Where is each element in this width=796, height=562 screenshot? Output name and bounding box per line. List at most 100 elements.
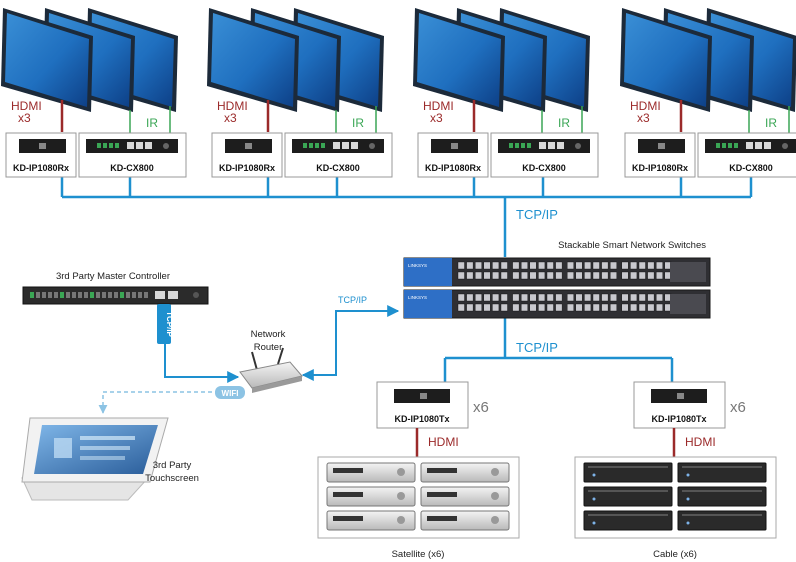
switches-title: Stackable Smart Network Switches (558, 240, 706, 251)
switch-port (610, 271, 617, 280)
switch-port (512, 293, 520, 302)
satellite-receiver (326, 510, 416, 531)
switch-port (656, 293, 663, 302)
controller-link-label: TCP/IP (165, 311, 174, 337)
receiver-knob (397, 516, 405, 524)
switch-port (555, 293, 563, 302)
controller-port (144, 292, 148, 298)
switch-port (538, 303, 546, 312)
switch-port (621, 261, 629, 270)
network-switches: LINKSYS LINKSYS (403, 257, 711, 319)
switch-port (630, 303, 638, 312)
hdmi-label: HDMI (423, 99, 454, 113)
control-port (315, 143, 319, 148)
switch-port (621, 293, 629, 302)
switch-port (638, 293, 646, 302)
satellite-receiver (420, 486, 510, 507)
receiver-knob (491, 468, 499, 476)
switch-port (500, 271, 508, 280)
controller-port (90, 292, 94, 298)
switch-port (584, 271, 592, 280)
controller-port (126, 292, 130, 298)
switch-port (584, 261, 592, 270)
control-port (764, 142, 771, 149)
receiver-knob (491, 516, 499, 524)
control-port (521, 143, 525, 148)
control-port (333, 142, 340, 149)
transmitter-count: x6 (730, 399, 746, 416)
switch-port (555, 261, 563, 270)
switch-port (492, 271, 500, 280)
controller-port (120, 292, 124, 298)
switch-port (601, 271, 609, 280)
switch-port (546, 271, 554, 280)
control-port (539, 142, 546, 149)
hdmi-count-label: x3 (18, 111, 31, 125)
cable-box-led (592, 521, 596, 525)
switch-port (529, 261, 537, 270)
switch-port (521, 271, 528, 280)
satellite-receiver (326, 462, 416, 483)
switch-port (483, 303, 491, 312)
router-label-line1: Network (251, 329, 286, 340)
switch-port (656, 303, 663, 312)
source-caption: Cable (x6) (653, 549, 697, 560)
control-port (136, 142, 143, 149)
switch-port (567, 303, 574, 312)
switch-port (610, 303, 617, 312)
cable-box (583, 462, 673, 483)
switch-port (638, 303, 646, 312)
switch-port (610, 293, 617, 302)
ir-label: IR (352, 116, 364, 130)
controller-title: 3rd Party Master Controller (56, 271, 170, 282)
switch-port (475, 293, 482, 302)
cable-box-trim (588, 490, 668, 492)
switch-port (621, 303, 629, 312)
cable-box (677, 510, 767, 531)
switch-port (592, 271, 600, 280)
controller-port (36, 292, 40, 298)
control-label: KD-CX800 (729, 163, 773, 173)
transmitter-port (420, 393, 427, 399)
hdmi-label: HDMI (630, 99, 661, 113)
switch-port (567, 271, 574, 280)
network-bus (60, 177, 753, 382)
hdmi-count-label: x3 (637, 111, 650, 125)
switch-port (546, 261, 554, 270)
wifi-label: WIFI (222, 389, 239, 398)
switch-port (621, 271, 629, 280)
transmitter-label: KD-IP1080Tx (651, 414, 706, 424)
control-button (369, 143, 375, 149)
ir-label: IR (146, 116, 158, 130)
receiver-label: KD-IP1080Rx (425, 163, 481, 173)
network-router: Network Router (239, 329, 303, 393)
switch-port (592, 261, 600, 270)
receiver-knob (491, 492, 499, 500)
switch-port (529, 303, 537, 312)
transmitter-count: x6 (473, 399, 489, 416)
switch-port (638, 271, 646, 280)
switch-port (483, 271, 491, 280)
display-screen (417, 13, 501, 107)
switch-port (575, 261, 583, 270)
switch-port (466, 271, 474, 280)
receiver-label: KD-IP1080Rx (219, 163, 275, 173)
switch-port (656, 271, 663, 280)
switch-port (638, 261, 646, 270)
controller-port (30, 292, 34, 298)
switch-port (601, 303, 609, 312)
switch-port (457, 271, 465, 280)
receiver-display (427, 516, 457, 521)
controller-port (138, 292, 142, 298)
receiver-display (427, 492, 457, 497)
controller-port (96, 292, 100, 298)
switch-port (546, 293, 554, 302)
receiver-knob (397, 492, 405, 500)
control-port (755, 142, 762, 149)
control-port (515, 143, 519, 148)
control-port (109, 143, 113, 148)
